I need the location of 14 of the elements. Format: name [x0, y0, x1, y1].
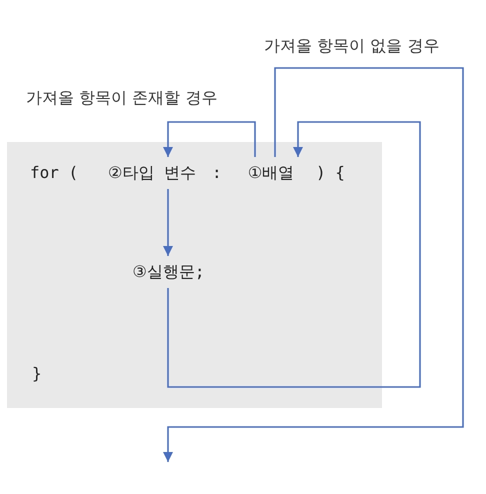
code-text: ) { — [316, 162, 345, 184]
arrow — [163, 121, 256, 157]
code-panel — [7, 142, 382, 408]
code-text: ②타입 변수 — [99, 157, 205, 189]
edge-label: 가져올 항목이 존재할 경우 — [24, 88, 220, 108]
arrow — [167, 121, 421, 388]
code-text: } — [32, 363, 42, 385]
arrow — [163, 189, 173, 256]
arrow — [163, 67, 464, 462]
edge-label: 가져올 항목이 없을 경우 — [262, 36, 442, 56]
code-text: : — [212, 162, 222, 184]
code-text: ①배열 — [238, 157, 304, 189]
code-text: for ( — [30, 162, 78, 184]
code-text: ③실행문; — [121, 256, 216, 288]
